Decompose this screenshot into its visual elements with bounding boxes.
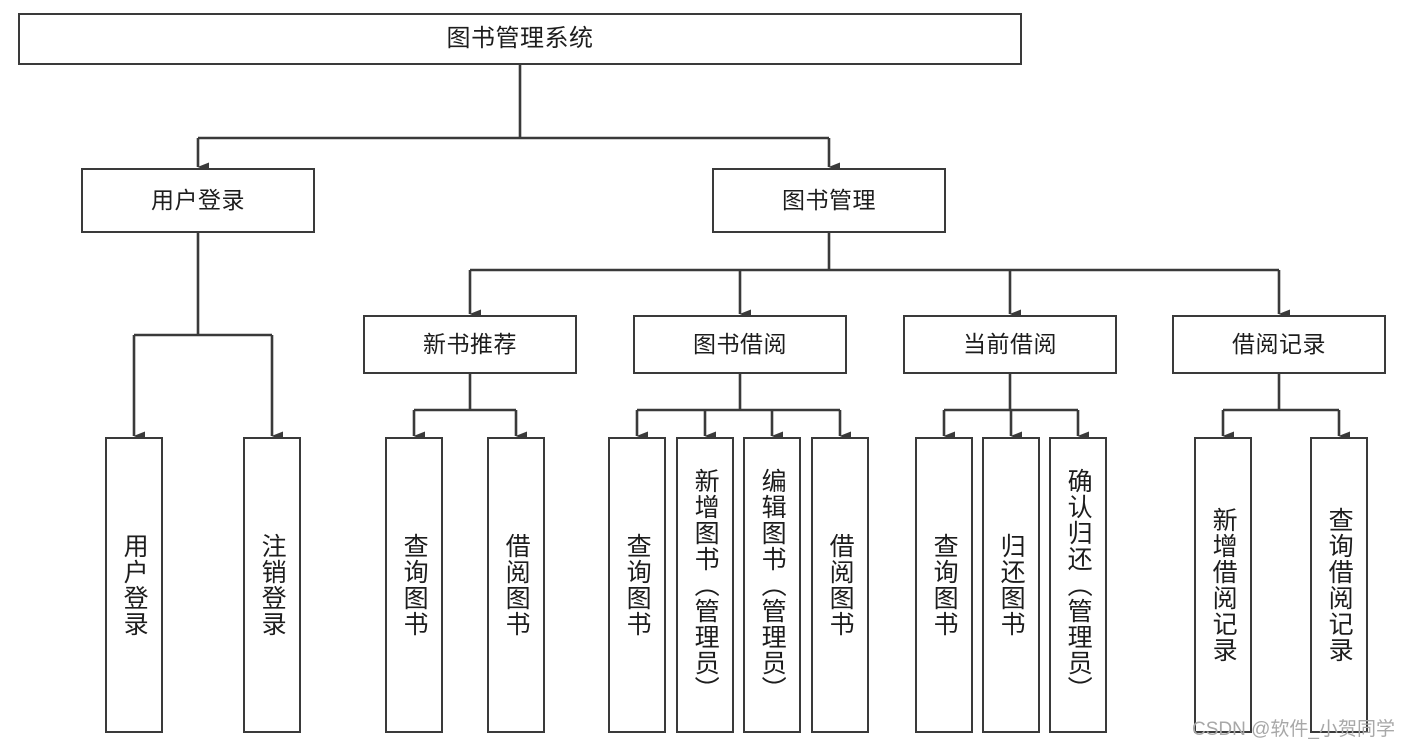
node-leaf-query-book-current[interactable]: 查询图书 bbox=[915, 437, 973, 733]
node-label: 借阅图书 bbox=[826, 533, 855, 637]
node-label: 用户登录 bbox=[151, 186, 245, 213]
watermark: CSDN @软件_小贺同学 bbox=[1192, 719, 1395, 740]
node-leaf-query-record[interactable]: 查询借阅记录 bbox=[1310, 437, 1368, 733]
node-leaf-return-book[interactable]: 归还图书 bbox=[982, 437, 1040, 733]
node-label: 图书管理 bbox=[782, 186, 876, 213]
connector-group bbox=[132, 65, 1350, 441]
node-leaf-add-record[interactable]: 新增借阅记录 bbox=[1194, 437, 1252, 733]
node-borrow-records[interactable]: 借阅记录 bbox=[1172, 315, 1386, 374]
node-book-management[interactable]: 图书管理 bbox=[712, 168, 946, 233]
node-leaf-query-book-rec[interactable]: 查询图书 bbox=[385, 437, 443, 733]
node-label: 借阅记录 bbox=[1232, 330, 1326, 357]
node-leaf-logout[interactable]: 注销登录 bbox=[243, 437, 301, 733]
node-leaf-add-book[interactable]: 新增图书（管理员） bbox=[676, 437, 734, 733]
node-user-login[interactable]: 用户登录 bbox=[81, 168, 315, 233]
node-leaf-user-login[interactable]: 用户登录 bbox=[105, 437, 163, 733]
node-root[interactable]: 图书管理系统 bbox=[18, 13, 1022, 65]
node-label: 归还图书 bbox=[997, 533, 1026, 637]
node-leaf-borrow-book-rec[interactable]: 借阅图书 bbox=[487, 437, 545, 733]
node-label: 新增借阅记录 bbox=[1209, 507, 1238, 663]
node-label: 当前借阅 bbox=[963, 330, 1057, 357]
node-label: 图书借阅 bbox=[693, 330, 787, 357]
node-label: 用户登录 bbox=[120, 533, 149, 637]
node-leaf-edit-book[interactable]: 编辑图书（管理员） bbox=[743, 437, 801, 733]
node-label: 新增图书（管理员） bbox=[691, 468, 720, 702]
node-leaf-confirm-return[interactable]: 确认归还（管理员） bbox=[1049, 437, 1107, 733]
node-label: 图书管理系统 bbox=[446, 24, 594, 52]
node-book-borrow[interactable]: 图书借阅 bbox=[633, 315, 847, 374]
node-label: 查询图书 bbox=[623, 533, 652, 637]
node-label: 确认归还（管理员） bbox=[1064, 468, 1093, 702]
node-label: 查询图书 bbox=[400, 533, 429, 637]
node-label: 查询借阅记录 bbox=[1325, 507, 1354, 663]
node-new-book-recommend[interactable]: 新书推荐 bbox=[363, 315, 577, 374]
node-current-borrow[interactable]: 当前借阅 bbox=[903, 315, 1117, 374]
node-leaf-borrow-book[interactable]: 借阅图书 bbox=[811, 437, 869, 733]
node-label: 编辑图书（管理员） bbox=[758, 468, 787, 702]
node-label: 新书推荐 bbox=[423, 330, 517, 357]
node-label: 查询图书 bbox=[930, 533, 959, 637]
node-label: 借阅图书 bbox=[502, 533, 531, 637]
node-leaf-query-book-borrow[interactable]: 查询图书 bbox=[608, 437, 666, 733]
node-label: 注销登录 bbox=[258, 533, 287, 637]
